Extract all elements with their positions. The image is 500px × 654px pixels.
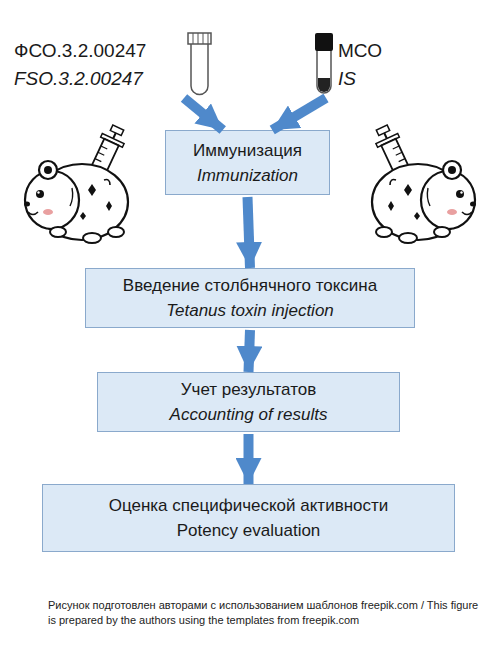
node-subtext: FSO.3.2.00247 bbox=[14, 65, 184, 93]
node-text: Иммунизация bbox=[193, 138, 302, 163]
node-subtext: IS bbox=[338, 65, 418, 93]
node-text: ФСО.3.2.00247 bbox=[14, 37, 184, 65]
hamster-illustration bbox=[24, 123, 129, 243]
process-box: Введение столбнячного токсинаTetanus tox… bbox=[85, 268, 415, 328]
node-subtext: Accounting of results bbox=[170, 402, 328, 427]
flow-arrow bbox=[248, 197, 251, 268]
process-box: Оценка специфической активностиPotency e… bbox=[42, 484, 455, 552]
process-box: Учет результатовAccounting of results bbox=[97, 372, 400, 432]
node-subtext: Potency evaluation bbox=[177, 518, 321, 543]
flow-arrow bbox=[184, 98, 223, 130]
figure-caption: Рисунок подготовлен авторами с использов… bbox=[48, 598, 488, 628]
process-box: ИммунизацияImmunization bbox=[165, 130, 330, 195]
node-subtext: Tetanus toxin injection bbox=[166, 298, 334, 323]
flow-arrow bbox=[244, 434, 254, 484]
hamster-illustration bbox=[371, 123, 476, 243]
node-text: Оценка специфической активности bbox=[109, 493, 389, 518]
node-text: Введение столбнячного токсина bbox=[123, 273, 377, 298]
node-subtext: Immunization bbox=[197, 163, 298, 188]
node-text: Учет результатов bbox=[181, 377, 317, 402]
reference-standard-label: МСОIS bbox=[338, 34, 418, 96]
flow-arrow bbox=[249, 330, 251, 372]
node-text: МСО bbox=[338, 37, 418, 65]
test-tube bbox=[315, 33, 333, 93]
reference-standard-label: ФСО.3.2.00247FSO.3.2.00247 bbox=[14, 34, 184, 96]
flow-arrow bbox=[272, 98, 326, 130]
test-tube bbox=[188, 33, 211, 95]
